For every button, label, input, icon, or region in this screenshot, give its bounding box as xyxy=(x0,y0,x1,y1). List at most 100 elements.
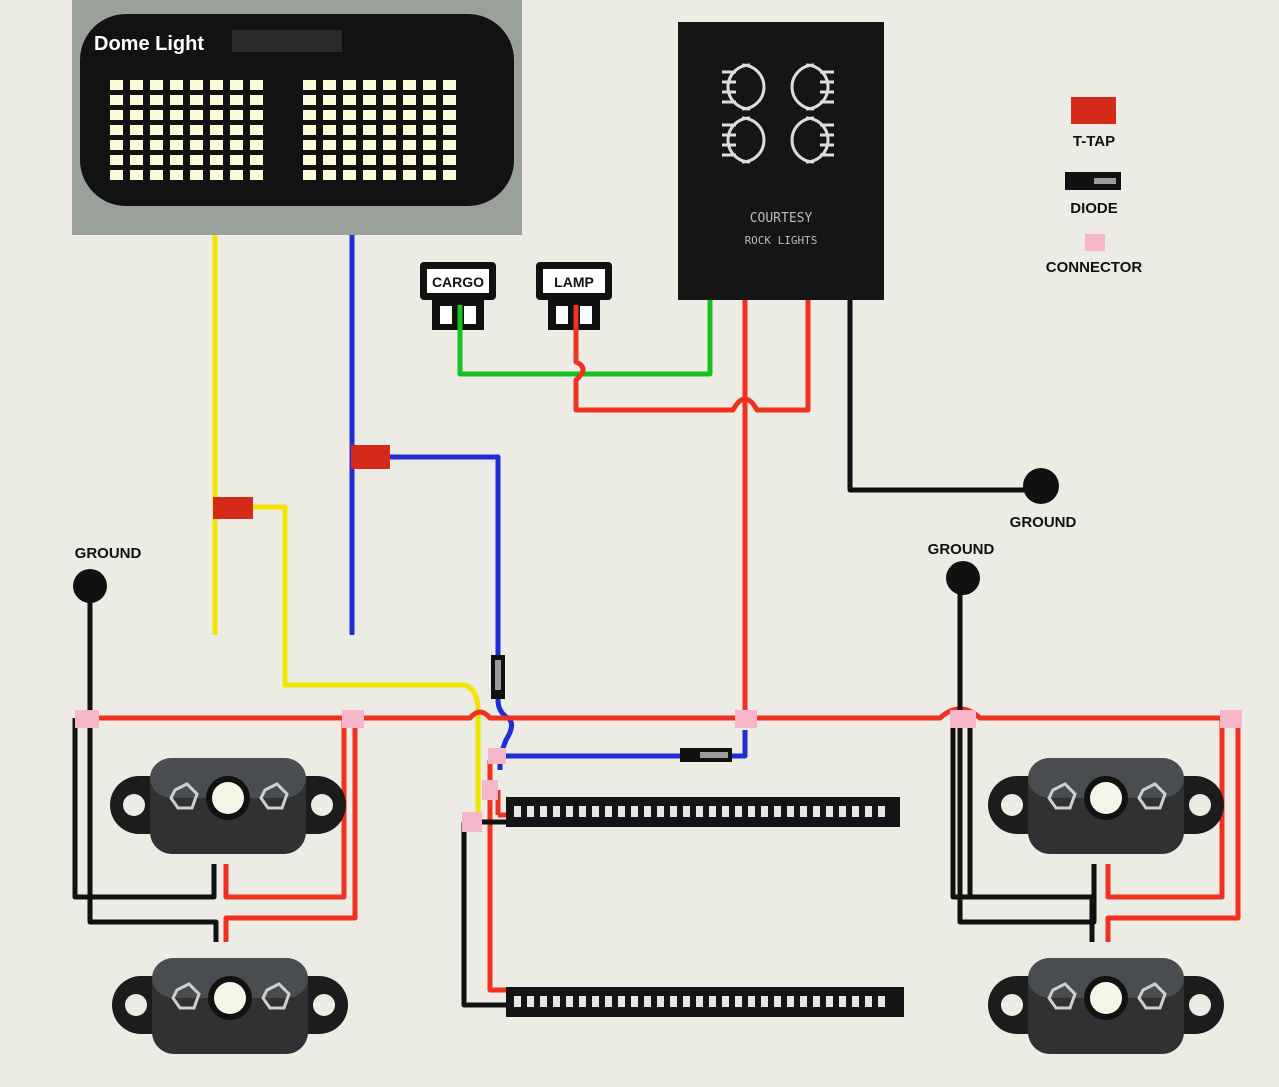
legend-connector-swatch xyxy=(1085,234,1105,251)
dome-led xyxy=(363,170,376,180)
strip-led xyxy=(631,996,638,1007)
strip-led xyxy=(839,996,846,1007)
strip-led xyxy=(787,996,794,1007)
strip-led xyxy=(592,806,599,817)
dome-led xyxy=(303,140,316,150)
dome-led xyxy=(210,140,223,150)
strip-led xyxy=(618,996,625,1007)
strip-led xyxy=(644,996,651,1007)
dome-led xyxy=(170,155,183,165)
dome-led xyxy=(210,80,223,90)
strip-led xyxy=(774,806,781,817)
dome-led xyxy=(343,140,356,150)
bolt-icon xyxy=(1137,782,1167,810)
dome-led xyxy=(150,95,163,105)
dome-led xyxy=(110,80,123,90)
dome-led xyxy=(110,170,123,180)
dome-led xyxy=(170,95,183,105)
bolt-icon xyxy=(169,782,199,810)
ground-module-label: GROUND xyxy=(1010,514,1077,531)
strip-led xyxy=(540,806,547,817)
dome-led xyxy=(383,110,396,120)
blue-wire-diode xyxy=(505,730,748,759)
yellow-wire-ttap xyxy=(253,504,481,822)
dome-led xyxy=(303,170,316,180)
strip-led xyxy=(683,996,690,1007)
dome-led xyxy=(210,95,223,105)
dome-light: Dome Light xyxy=(72,0,522,235)
connector-strip-black xyxy=(462,812,482,832)
connector-right-red xyxy=(1220,710,1242,728)
red-wire-main-bus xyxy=(85,706,1232,721)
dome-led xyxy=(230,110,243,120)
cargo-label: CARGO xyxy=(432,274,484,290)
dome-led xyxy=(110,110,123,120)
dome-led xyxy=(130,140,143,150)
dome-led xyxy=(423,125,436,135)
ground-module-terminal xyxy=(1023,468,1059,504)
dome-led xyxy=(323,80,336,90)
module-title-line1: COURTESY xyxy=(750,211,813,226)
rock-light xyxy=(112,958,348,1054)
dome-led xyxy=(210,155,223,165)
strip-led xyxy=(865,996,872,1007)
dome-led xyxy=(423,170,436,180)
strip-led xyxy=(514,806,521,817)
yellow-ttap xyxy=(213,497,253,519)
module-body xyxy=(678,22,884,300)
connector-strip-red xyxy=(482,780,498,800)
dome-led xyxy=(443,140,456,150)
dome-led xyxy=(363,110,376,120)
strip-led xyxy=(683,806,690,817)
strip-led xyxy=(592,996,599,1007)
dome-led xyxy=(250,95,263,105)
dome-light-switch xyxy=(232,30,342,52)
strip-led xyxy=(800,806,807,817)
dome-led xyxy=(130,155,143,165)
strip-led xyxy=(878,996,885,1007)
dome-led xyxy=(323,170,336,180)
dome-led xyxy=(403,155,416,165)
dome-led xyxy=(150,125,163,135)
dome-led xyxy=(190,155,203,165)
dome-led xyxy=(323,140,336,150)
diode-vertical xyxy=(491,655,505,699)
dome-led xyxy=(383,95,396,105)
dome-led xyxy=(363,95,376,105)
dome-led xyxy=(383,125,396,135)
strip-led xyxy=(826,806,833,817)
lamp-switch: LAMP xyxy=(536,262,612,330)
dome-led xyxy=(250,110,263,120)
red-wire-left-b xyxy=(223,718,358,942)
bolt-icon xyxy=(1047,782,1077,810)
strip-led xyxy=(514,996,521,1007)
ground-right-label: GROUND xyxy=(928,541,995,558)
dome-led xyxy=(443,110,456,120)
dome-led xyxy=(170,110,183,120)
legend: T-TAP DIODE CONNECTOR xyxy=(1046,97,1142,276)
rock-light xyxy=(988,958,1224,1054)
dome-led xyxy=(323,95,336,105)
dome-led xyxy=(403,110,416,120)
red-wire-strip-top xyxy=(495,790,506,818)
black-wire-right-ground-c xyxy=(967,718,1095,942)
strip-led xyxy=(644,806,651,817)
dome-led xyxy=(403,140,416,150)
strip-led xyxy=(748,996,755,1007)
strip-led xyxy=(852,996,859,1007)
dome-led xyxy=(343,110,356,120)
dome-led xyxy=(303,125,316,135)
black-wire-right-ground-a xyxy=(957,590,1097,925)
dome-led xyxy=(150,170,163,180)
rock-light xyxy=(110,758,346,854)
black-wire-module-ground xyxy=(847,300,1040,493)
dome-led xyxy=(170,170,183,180)
strip-led xyxy=(735,996,742,1007)
dome-led xyxy=(130,170,143,180)
rock-light xyxy=(988,758,1224,854)
strip-led xyxy=(709,996,716,1007)
dome-led xyxy=(423,110,436,120)
dome-led xyxy=(190,170,203,180)
dome-led xyxy=(423,140,436,150)
